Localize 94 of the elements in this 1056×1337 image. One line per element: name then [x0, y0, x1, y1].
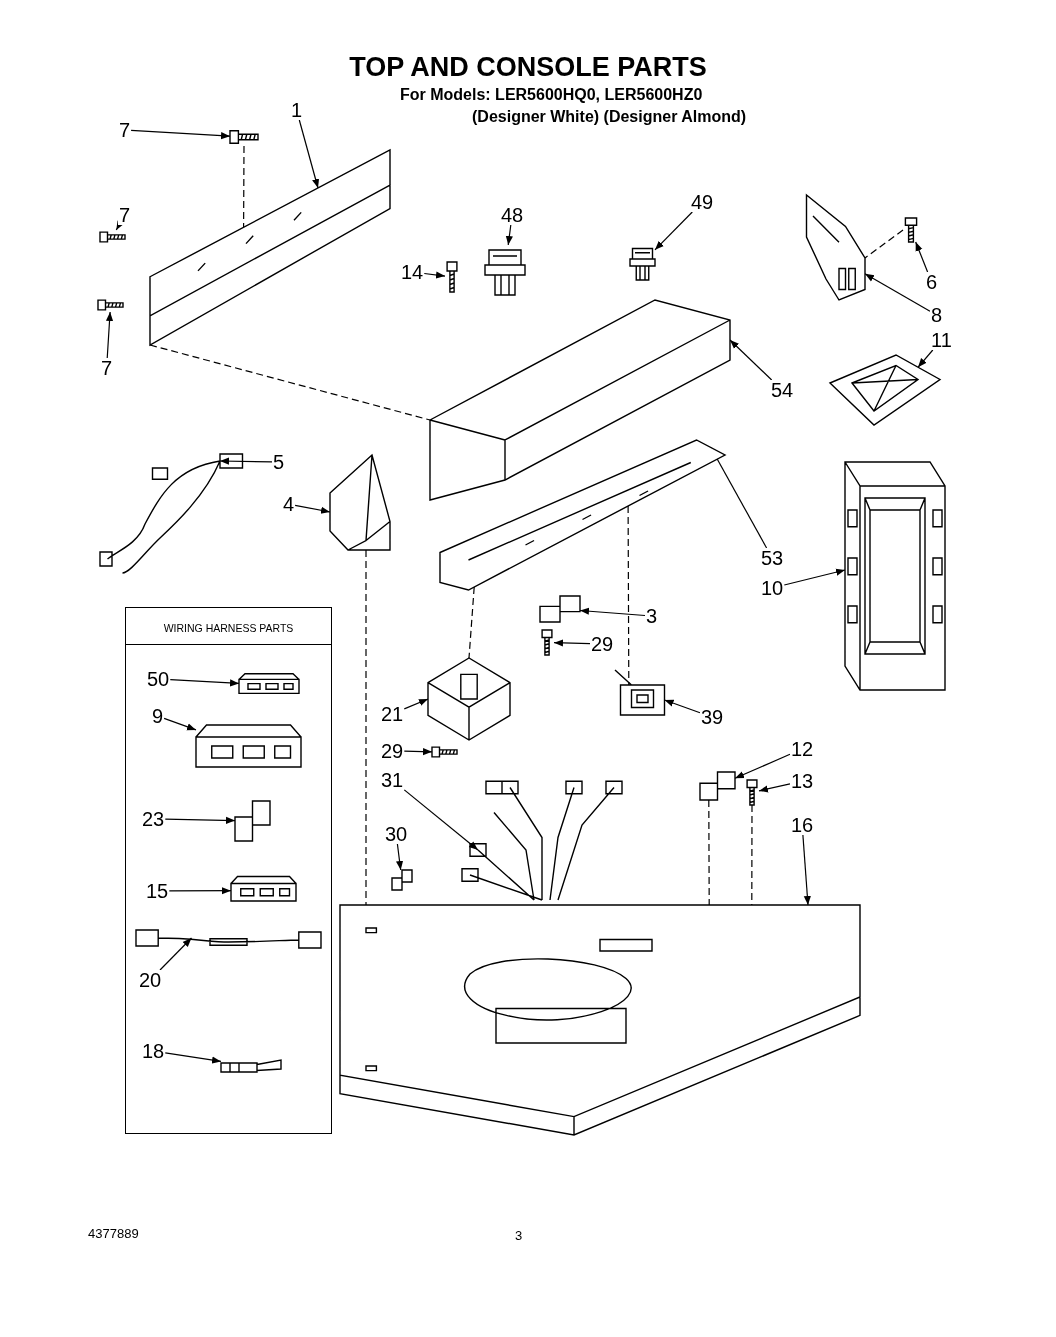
leader-line — [579, 607, 646, 617]
leader-line — [294, 504, 331, 514]
callout-number: 13 — [790, 771, 815, 791]
leader-line — [163, 717, 197, 731]
screw-drawing — [540, 630, 554, 655]
callout-number: 48 — [500, 205, 525, 225]
inset-panel — [125, 607, 332, 1134]
callout-number: 8 — [930, 305, 944, 325]
end-cap-drawing — [330, 455, 390, 550]
leader-line — [105, 311, 114, 359]
callout-number: 20 — [138, 970, 163, 990]
callout-number: 9 — [151, 706, 165, 726]
callout-number: 54 — [770, 380, 795, 400]
clip-drawing — [540, 596, 580, 622]
panel-heading: WIRING HARNESS PARTS — [162, 622, 295, 634]
callout-number: 21 — [380, 704, 405, 724]
leader-line — [734, 753, 791, 779]
callout-number: 4 — [282, 494, 296, 514]
callout-number: 39 — [700, 707, 725, 727]
title: TOP AND CONSOLE PARTS — [348, 52, 708, 83]
callout-number: 6 — [925, 272, 939, 292]
screw-drawing — [745, 780, 759, 805]
callout-number: 29 — [590, 634, 615, 654]
callout-number: 12 — [790, 739, 815, 759]
callout-number: 49 — [690, 192, 715, 212]
leader-line — [403, 698, 429, 710]
page-number: 3 — [515, 1228, 523, 1243]
clip-drawing — [392, 870, 412, 890]
leader-line — [298, 119, 320, 189]
callout-number: 11 — [930, 330, 953, 350]
top-panel-drawing — [340, 905, 860, 1135]
assembly-line — [708, 799, 710, 906]
callout-number: 50 — [146, 669, 171, 689]
screw-drawing — [100, 230, 125, 244]
screw-drawing — [98, 298, 123, 312]
part-number: 4377889 — [88, 1226, 139, 1241]
callout-number: 7 — [118, 205, 132, 225]
leader-line — [168, 887, 232, 895]
assembly-line — [864, 229, 904, 259]
model-line: For Models: LER5600HQ0, LER5600HZ0 — [400, 86, 703, 104]
leader-line — [915, 241, 929, 273]
callout-number: 10 — [760, 578, 785, 598]
callout-number: 5 — [272, 452, 286, 472]
timer-drawing — [428, 658, 510, 740]
leader-line — [654, 211, 693, 251]
callout-number: 15 — [145, 881, 170, 901]
clip-drawing — [700, 772, 735, 800]
leader-line — [164, 816, 236, 824]
leader-line — [663, 699, 701, 714]
rail-drawing — [440, 440, 725, 590]
leader-line — [864, 273, 931, 312]
callout-number: 7 — [118, 120, 132, 140]
callout-number: 14 — [400, 262, 425, 282]
leader-line — [130, 129, 231, 140]
leader-line — [505, 224, 513, 246]
leader-line — [159, 937, 193, 971]
callout-number: 1 — [290, 100, 304, 120]
cover-drawing — [830, 355, 940, 425]
leader-line — [917, 349, 934, 368]
callout-number: 7 — [100, 358, 114, 378]
clip-drawing — [235, 801, 270, 841]
leader-line — [802, 834, 811, 906]
assembly-line — [149, 344, 431, 421]
callout-number: 29 — [380, 741, 405, 761]
callout-number: 53 — [760, 548, 785, 568]
assembly-line — [468, 586, 475, 659]
leader-line — [553, 639, 591, 647]
mounting-panel-drawing — [150, 150, 390, 345]
callout-number: 30 — [384, 824, 409, 844]
leader-line — [729, 339, 773, 381]
leader-line — [423, 271, 446, 279]
leader-line — [219, 457, 273, 465]
leader-line — [403, 789, 479, 851]
leader-line — [758, 783, 791, 793]
screw-drawing — [432, 745, 457, 759]
leader-line — [783, 568, 846, 586]
callout-number: 3 — [645, 606, 659, 626]
color-line: (Designer White) (Designer Almond) — [472, 108, 747, 126]
leader-line — [115, 220, 124, 231]
screw-drawing — [903, 218, 919, 242]
assembly-line — [627, 505, 630, 686]
leader-line — [164, 1052, 222, 1064]
knob-drawing — [630, 245, 655, 280]
screw-drawing — [230, 128, 258, 146]
callout-number: 31 — [380, 770, 405, 790]
screw-drawing — [445, 262, 459, 292]
leader-line — [403, 748, 433, 756]
assembly-line — [365, 549, 367, 906]
leader-line — [169, 679, 240, 687]
callout-number: 18 — [141, 1041, 166, 1061]
assembly-line — [243, 145, 245, 228]
callout-number: 16 — [790, 815, 815, 835]
callout-number: 23 — [141, 809, 166, 829]
leader-line — [396, 843, 404, 871]
